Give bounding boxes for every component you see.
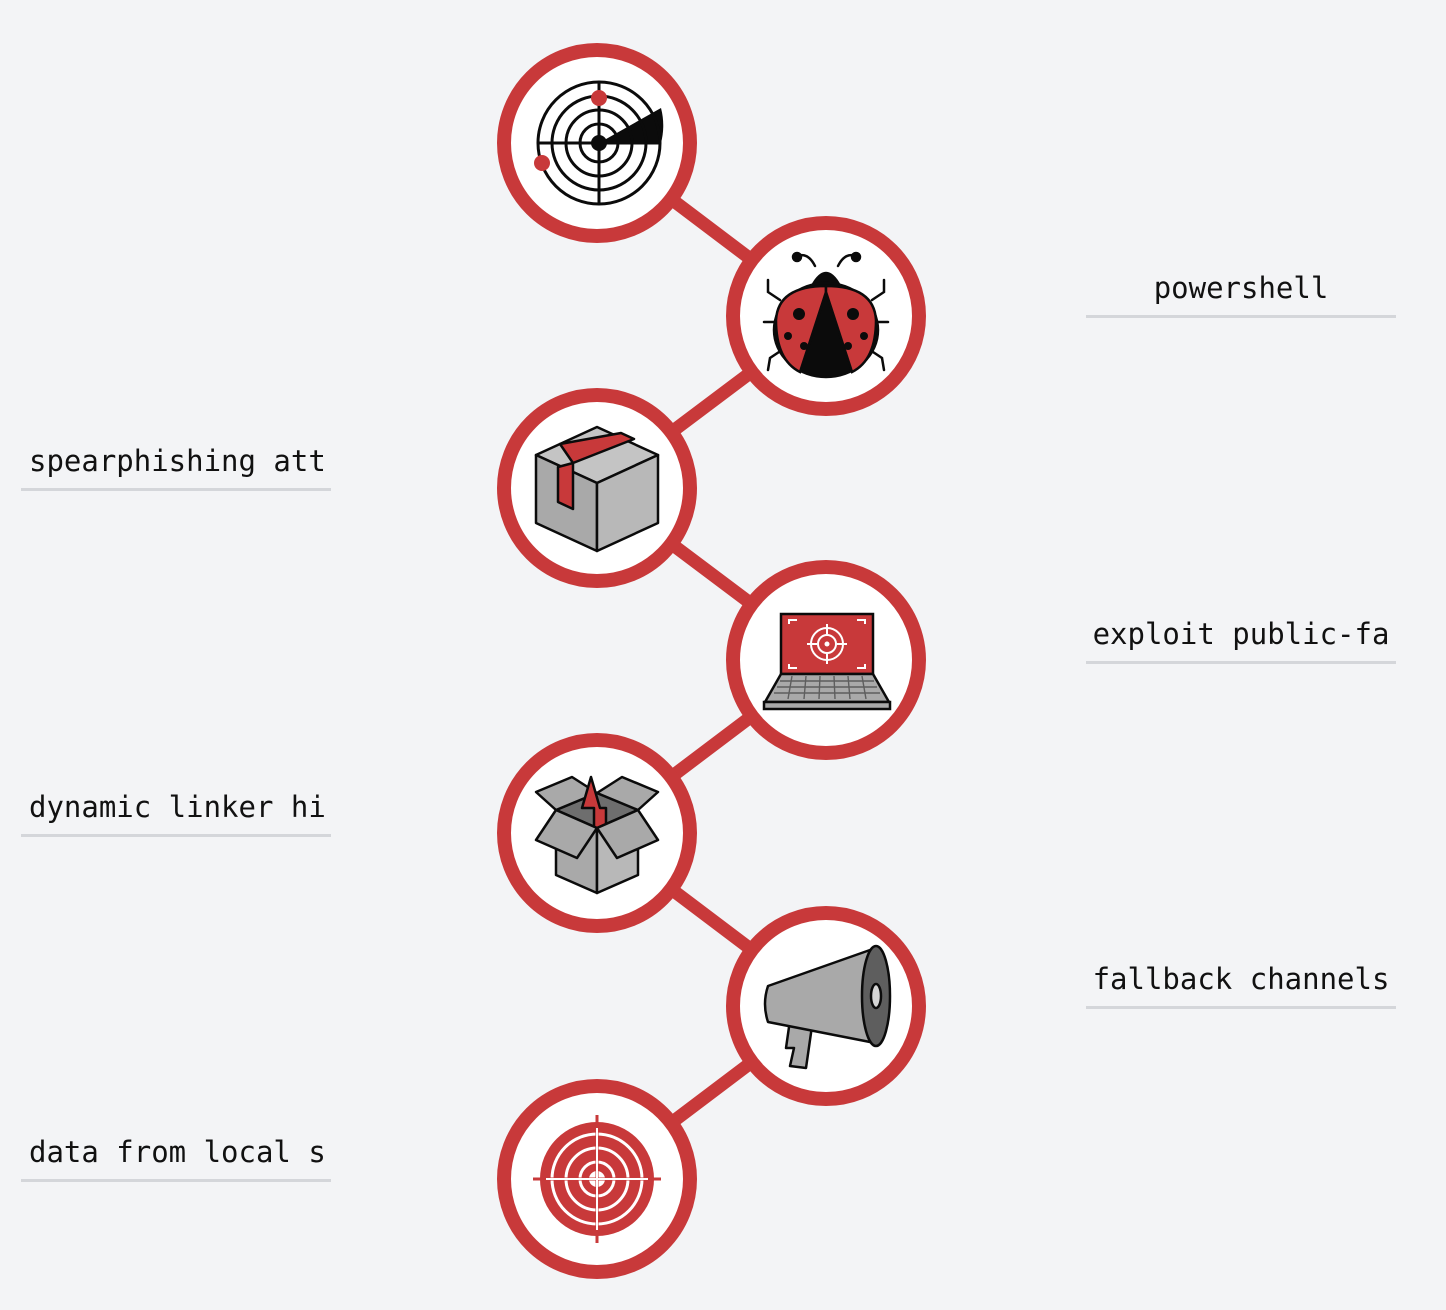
step-node-7[interactable]	[497, 1079, 697, 1279]
package-box-icon	[534, 425, 660, 553]
megaphone-icon	[763, 944, 892, 1070]
step-node-6[interactable]	[726, 906, 926, 1106]
step-label-data-from-local: data from local s	[21, 1134, 331, 1182]
step-node-1[interactable]	[497, 43, 697, 243]
step-label-exploit-public: exploit public-fa	[1086, 616, 1396, 664]
laptop-target-icon	[762, 612, 892, 711]
step-node-3[interactable]	[497, 388, 697, 588]
target-bullseye-icon	[533, 1115, 661, 1243]
step-node-4[interactable]	[726, 560, 926, 760]
ladybug-icon	[762, 251, 890, 379]
step-label-powershell: powershell	[1086, 270, 1396, 318]
open-box-upload-icon	[534, 775, 660, 895]
step-node-5[interactable]	[497, 733, 697, 933]
step-label-fallback-channels: fallback channels	[1086, 961, 1396, 1009]
step-label-spearphishing: spearphishing att	[21, 443, 331, 491]
radar-icon	[534, 80, 664, 206]
step-label-dynamic-linker: dynamic linker hi	[21, 789, 331, 837]
step-node-2[interactable]	[726, 216, 926, 416]
